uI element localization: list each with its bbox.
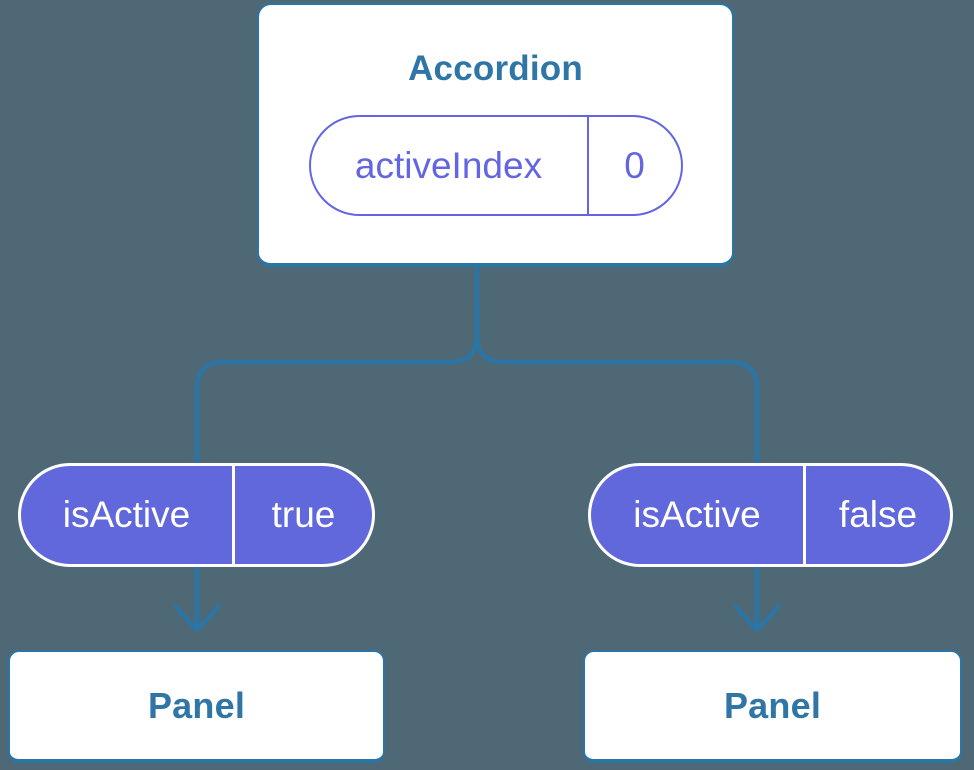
- panel-node-title: Panel: [147, 684, 246, 726]
- prop-pill-right: isActive false: [588, 463, 953, 567]
- panel-node-right: Panel: [583, 650, 962, 763]
- connector-right-line: [474, 297, 760, 629]
- connector-left-line: [194, 263, 480, 629]
- prop-name-label: isActive: [62, 494, 191, 535]
- state-name-label: activeIndex: [354, 144, 543, 186]
- prop-pill-left: isActive true: [18, 463, 375, 567]
- panel-node-title: Panel: [723, 684, 822, 726]
- arrowhead-left-icon: [173, 604, 221, 633]
- accordion-node: Accordion activeIndex 0: [257, 3, 734, 267]
- state-value-label: 0: [586, 117, 681, 214]
- arrowhead-right-icon: [733, 604, 781, 633]
- prop-value-label: true: [232, 466, 372, 564]
- prop-value-label: false: [803, 466, 950, 564]
- panel-node-left: Panel: [8, 650, 385, 763]
- accordion-node-title: Accordion: [408, 49, 583, 88]
- state-pill-activeindex: activeIndex 0: [308, 115, 683, 216]
- prop-name-label: isActive: [633, 494, 761, 535]
